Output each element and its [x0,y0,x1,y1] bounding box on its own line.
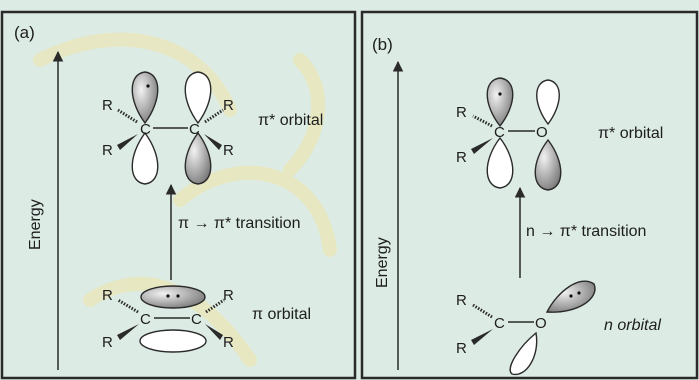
carbon-label: C [140,121,151,138]
electron-dot [498,92,502,96]
panel-b-transition-label: n → π* transition [526,223,646,240]
oxygen-label: O [535,315,547,332]
substituent-label: R [456,292,467,309]
wedge-bond [205,324,223,340]
panel-b: (b) Energy C O R R π* orbital n → π* tra… [360,10,699,380]
substituent-label: R [102,142,113,159]
substituent-label: R [102,97,113,114]
substituent-label: R [223,287,234,304]
carbon-label: C [494,315,505,332]
electron-dot [176,294,180,298]
wedge-bond [117,134,138,150]
substituent-label: R [102,287,113,304]
hashed-bond [117,108,138,124]
panel-b-tag: (b) [372,35,393,54]
electron-dot [577,291,581,295]
substituent-label: R [102,334,113,351]
carbon-label: C [191,311,202,328]
carbon-label: C [189,121,200,138]
panel-a-tag: (a) [14,23,35,42]
substituent-label: R [223,97,234,114]
open-lobe [139,329,207,353]
substituent-label: R [456,104,467,121]
substituent-label: R [223,334,234,351]
panel-a-energy-label: Energy [27,199,44,250]
wedge-bond [471,329,493,345]
wedge-bond [204,134,222,150]
panel-a: (a) Energy C C R R R R π* orbital π → π* [0,10,357,380]
panel-b-frame [360,10,699,380]
filled-lobe [140,285,206,309]
open-lobe [509,331,538,376]
pi-star-molecule: C C R R R R [102,71,234,185]
panel-b-upper-label: π* orbital [598,125,663,142]
pi-star-carbonyl: C O R R [456,77,562,191]
hashed-bond [204,108,224,124]
hashed-bond [205,298,225,314]
oxygen-label: O [536,124,548,141]
panel-a-frame [0,10,357,380]
filled-lobe [184,131,212,185]
substituent-label: R [223,142,234,159]
filled-lobe [131,71,159,125]
hashed-bond [472,303,493,319]
filled-lobe [534,138,562,191]
electron-dot [569,294,573,298]
panel-b-energy-label: Energy [374,237,391,288]
wedge-bond [117,324,139,340]
panel-a-lower-label: π orbital [252,306,311,323]
electron-dot [166,294,170,298]
substituent-label: R [456,340,467,357]
carbon-label: C [494,124,505,141]
open-lobe [486,136,514,189]
panel-a-upper-label: π* orbital [258,112,323,129]
hashed-bond [472,114,493,128]
wedge-bond [471,138,493,154]
hashed-bond [117,298,139,314]
open-lobe [131,131,159,185]
electron-dot [146,84,150,88]
pi-molecule: C C R R R R [102,285,234,353]
open-lobe [536,79,560,126]
substituent-label: R [456,149,467,166]
filled-lobe [486,77,514,128]
open-lobe [184,71,212,125]
panel-b-lower-label: n orbital [604,317,661,334]
carbon-label: C [140,311,151,328]
panel-a-transition-label: π → π* transition [178,215,301,232]
n-orbital-carbonyl: C O R R [456,280,596,376]
